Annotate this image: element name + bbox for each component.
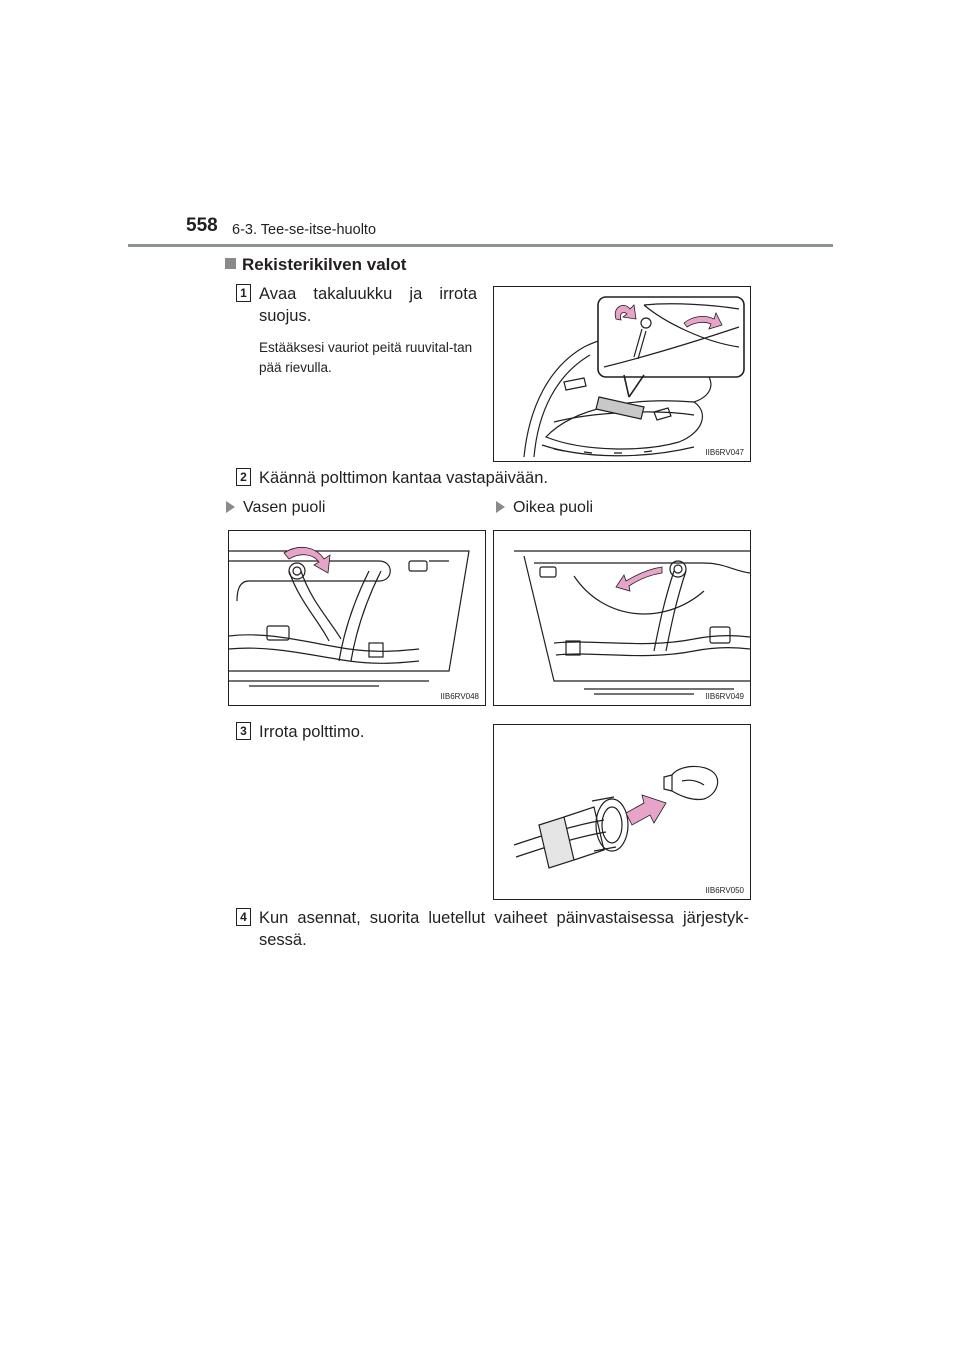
triangle-bullet-icon xyxy=(496,501,505,513)
figure-bulb-removal: IIB6RV050 xyxy=(493,724,751,900)
figure-trunk-cover: IIB6RV047 xyxy=(493,286,751,462)
figure-code: IIB6RV050 xyxy=(705,886,744,895)
step-1-text: Avaa takaluukku ja irrota suojus. xyxy=(259,285,477,325)
figure-code: IIB6RV047 xyxy=(705,448,744,457)
step-number-1: 1 xyxy=(236,284,251,302)
side-label-right: Oikea puoli xyxy=(496,499,593,517)
heading-text: Rekisterikilven valot xyxy=(242,255,407,274)
header-rule xyxy=(128,244,833,247)
step-1-note: Estääksesi vauriot peitä ruuvital-tan pä… xyxy=(259,340,473,375)
bulb-illustration xyxy=(513,765,719,869)
step-number-2: 2 xyxy=(236,468,251,486)
step-3-text: Irrota polttimo. xyxy=(259,723,365,741)
step-4-text: Kun asennat, suorita luetellut vaiheet p… xyxy=(259,909,749,949)
page-number: 558 xyxy=(186,215,218,236)
step-2-text: Käännä polttimon kantaa vastapäivään. xyxy=(259,469,548,487)
section-heading: Rekisterikilven valot xyxy=(225,255,406,275)
step-number-3: 3 xyxy=(236,722,251,740)
triangle-bullet-icon xyxy=(226,501,235,513)
figure-right-side: IIB6RV049 xyxy=(493,530,751,706)
square-bullet-icon xyxy=(225,258,236,269)
trunk-illustration xyxy=(523,296,745,458)
section-title: 6-3. Tee-se-itse-huolto xyxy=(232,222,377,238)
figure-left-side: IIB6RV048 xyxy=(228,530,486,706)
figure-code: IIB6RV049 xyxy=(705,692,744,701)
left-side-illustration xyxy=(229,546,470,687)
side-label-left: Vasen puoli xyxy=(226,499,325,517)
step-number-4: 4 xyxy=(236,908,251,926)
right-side-illustration xyxy=(514,550,750,695)
figure-code: IIB6RV048 xyxy=(440,692,479,701)
